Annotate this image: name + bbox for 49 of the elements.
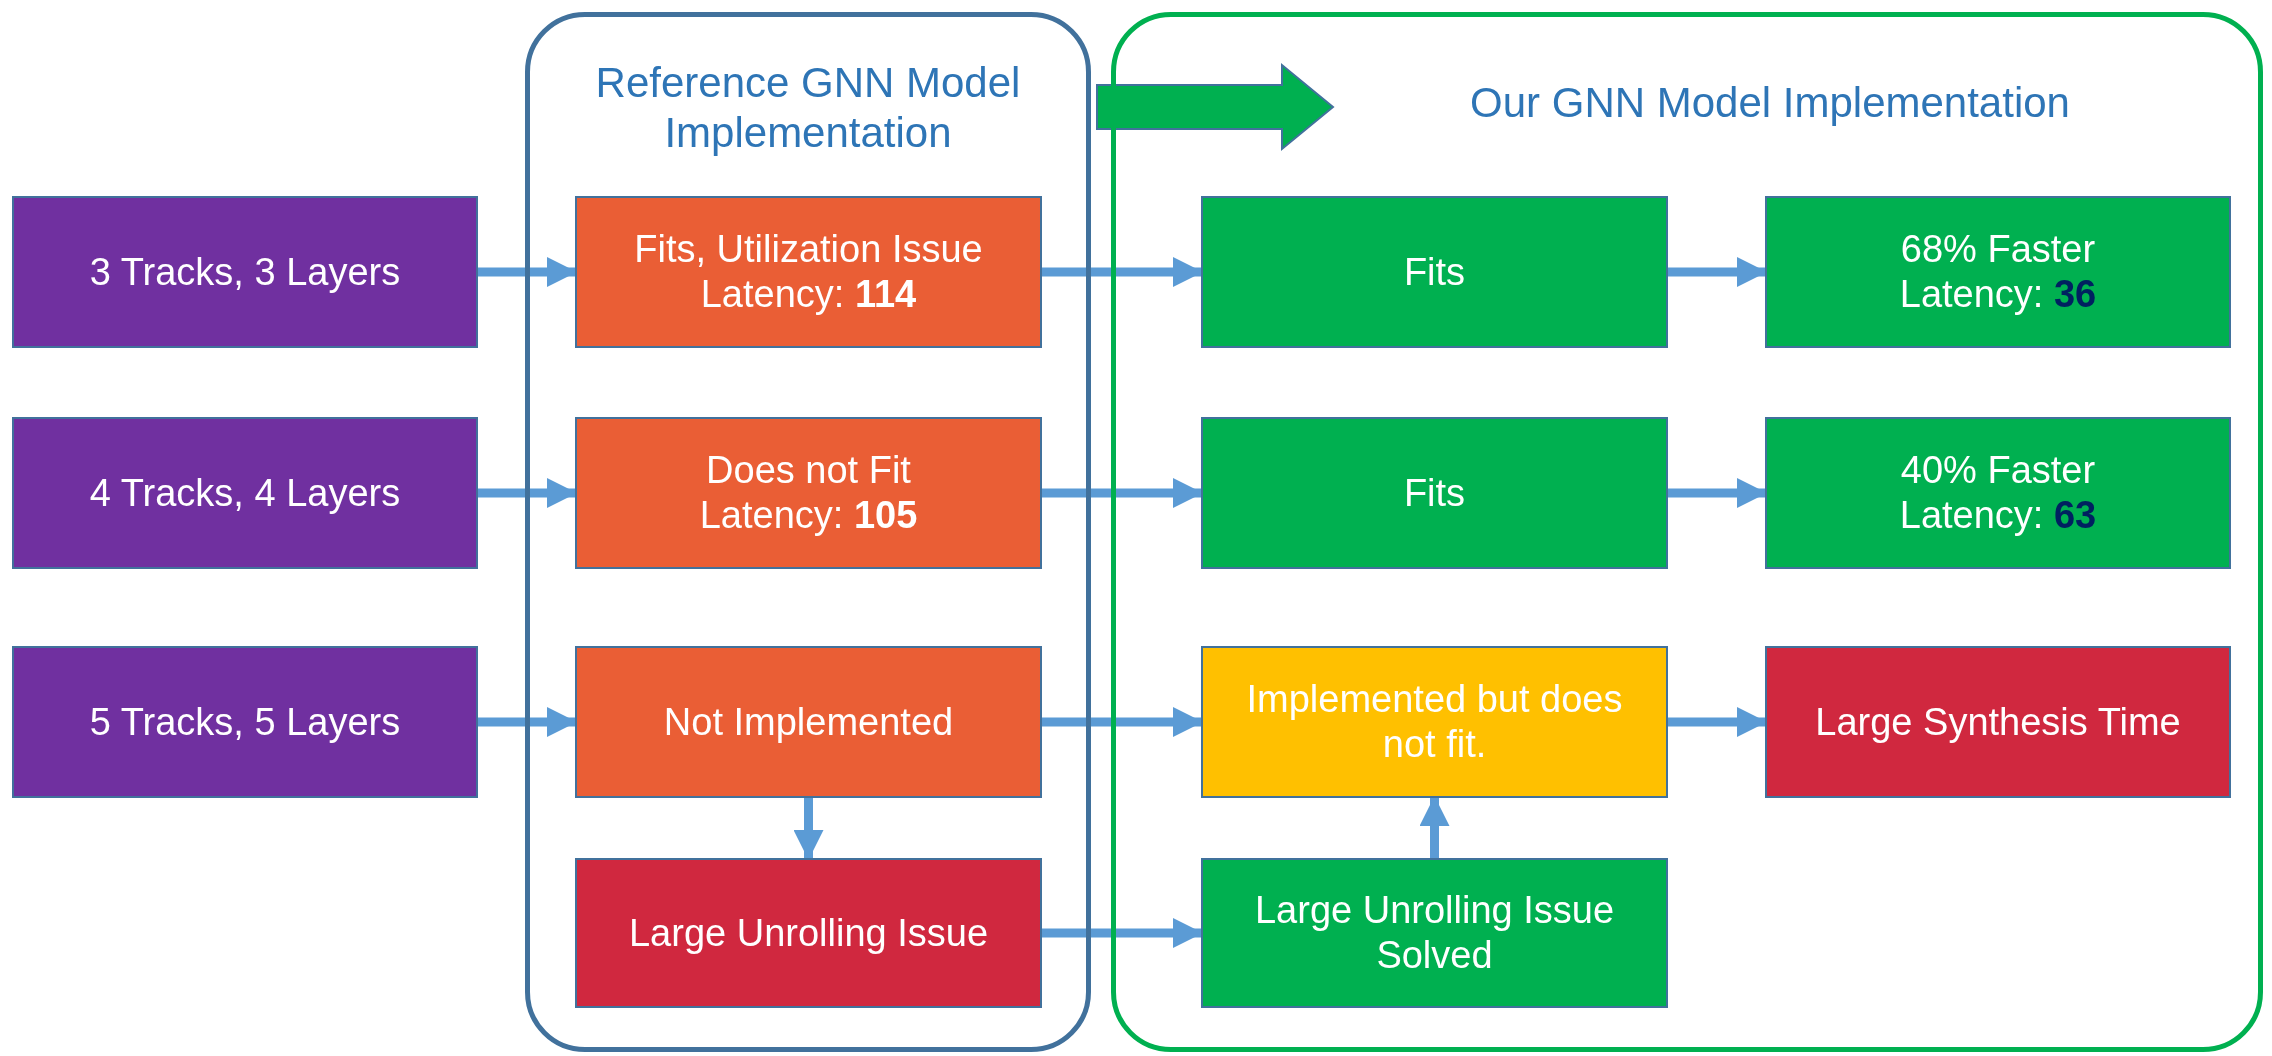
warning-box <box>1201 646 1668 798</box>
result-box <box>1201 196 1668 348</box>
box-text: Large Unrolling Issue Solved <box>1253 888 1616 978</box>
input-box <box>12 417 478 569</box>
arrow <box>478 257 577 287</box>
arrow <box>1042 257 1203 287</box>
box-text: Fits <box>1403 470 1466 516</box>
reference-result-box <box>575 417 1042 569</box>
result-box <box>1765 196 2231 348</box>
reference-result-box <box>575 646 1042 798</box>
arrow <box>1668 707 1767 737</box>
arrow <box>1668 257 1767 287</box>
box-text: Fits <box>1403 249 1466 295</box>
box-text: 40% Faster <box>1900 448 2096 493</box>
arrow <box>1668 478 1767 508</box>
box-text: Not Implemented <box>663 699 954 745</box>
box-text: Latency: 36 <box>1899 272 2097 317</box>
input-box <box>12 646 478 798</box>
reference-result-box <box>575 196 1042 348</box>
group-container <box>1111 12 2263 1052</box>
issue-box <box>575 858 1042 1008</box>
box-text: Does not Fit <box>706 448 911 493</box>
arrow <box>478 707 577 737</box>
box-text: Latency: 63 <box>1899 493 2097 538</box>
arrow <box>1042 707 1203 737</box>
container-title: Reference GNN Model Implementation <box>594 58 1022 159</box>
box-text: Large Synthesis Time <box>1815 699 2181 745</box>
box-text: 3 Tracks, 3 Layers <box>89 249 401 295</box>
result-box <box>1201 417 1668 569</box>
result-box <box>1201 858 1668 1008</box>
box-text: Implemented but does not fit. <box>1245 677 1624 767</box>
issue-box <box>1765 646 2231 798</box>
box-text: Large Unrolling Issue <box>628 910 989 956</box>
box-text: 68% Faster <box>1900 227 2096 272</box>
arrow <box>1042 918 1203 948</box>
arrow <box>1419 796 1450 858</box>
box-text: Fits, Utilization Issue <box>634 227 983 272</box>
box-text: Latency: 114 <box>700 272 917 317</box>
group-container <box>525 12 1091 1052</box>
input-box <box>12 196 478 348</box>
arrow <box>793 798 824 860</box>
arrow <box>1042 478 1203 508</box>
result-box <box>1765 417 2231 569</box>
arrow <box>478 478 577 508</box>
box-text: Latency: 105 <box>699 493 918 538</box>
box-text: 5 Tracks, 5 Layers <box>89 699 401 745</box>
box-text: 4 Tracks, 4 Layers <box>89 470 401 516</box>
container-title: Our GNN Model Implementation <box>1469 78 2071 128</box>
block-arrow <box>1096 62 1335 152</box>
